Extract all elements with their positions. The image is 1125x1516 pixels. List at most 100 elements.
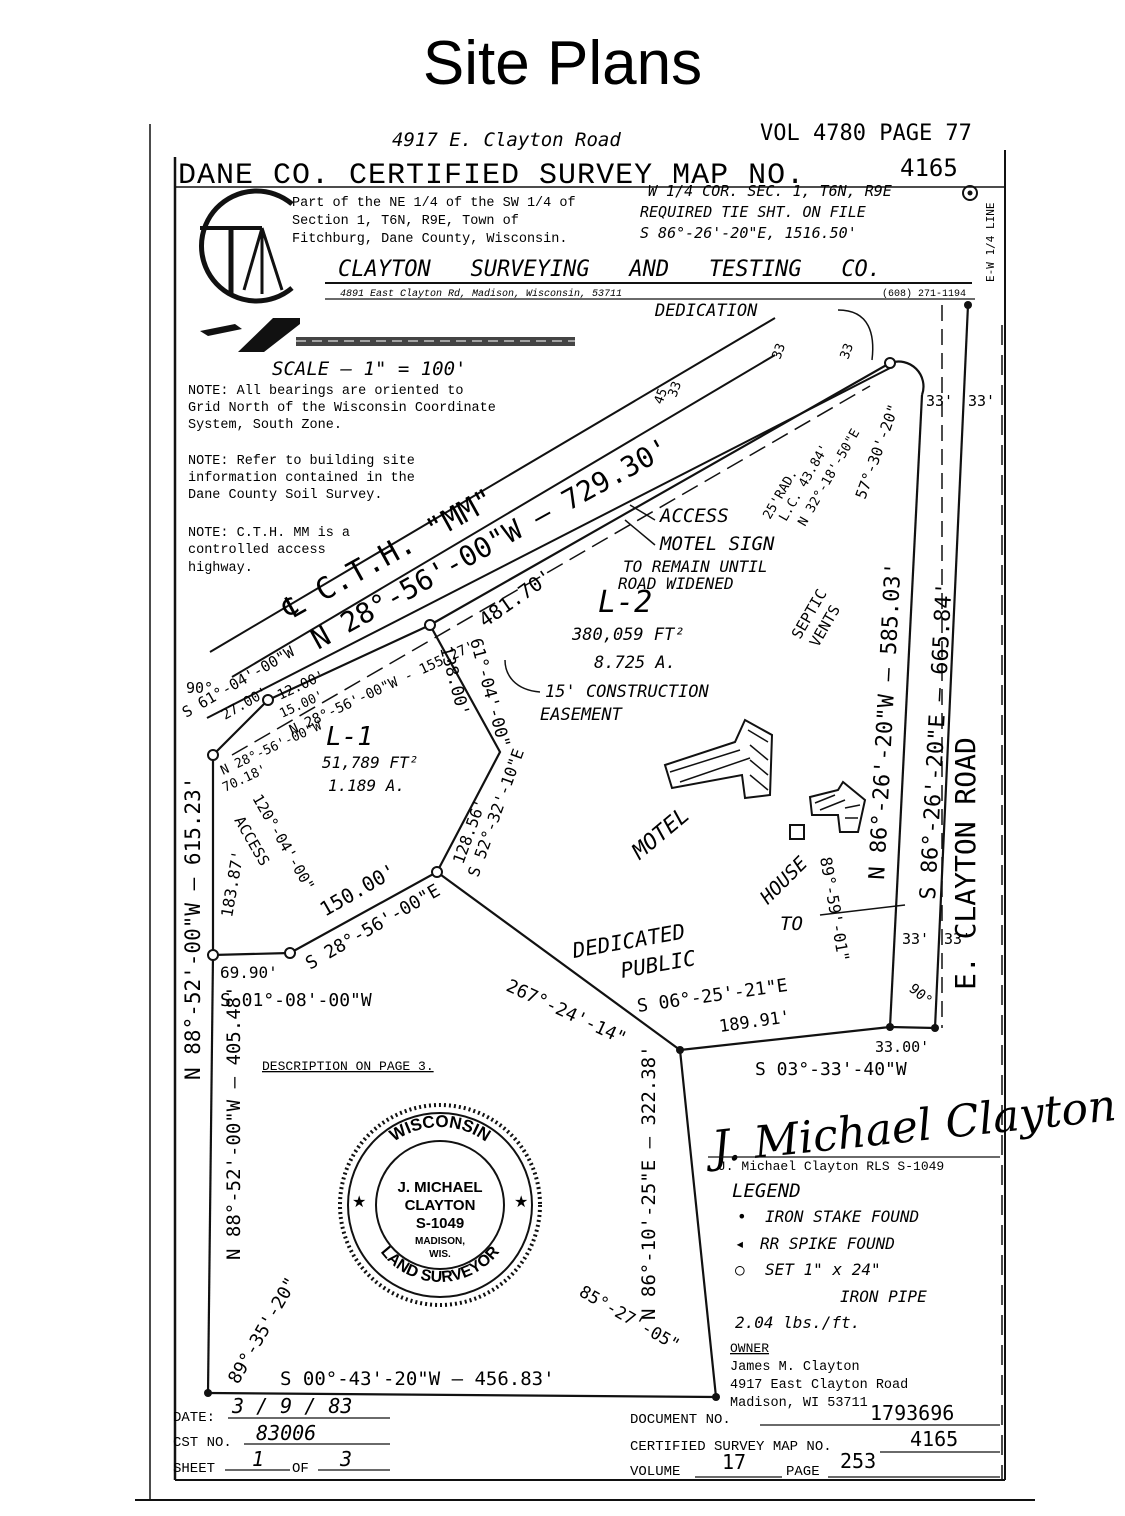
part-of-line: Fitchburg, Dane County, Wisconsin. (292, 232, 567, 247)
csm-label: CERTIFIED SURVEY MAP NO. (630, 1439, 832, 1455)
date-label: DATE: (173, 1410, 215, 1426)
east-bearing-322: N 86°-10'-25"E — 322.38' (638, 1045, 660, 1320)
angle-90: 90° (905, 981, 935, 1010)
road-width-33: 33 (838, 342, 857, 362)
volume-label: VOLUME (630, 1464, 680, 1480)
owner: James M. Clayton 4917 East Clayton Road … (730, 1360, 908, 1411)
monuments (207, 357, 896, 961)
owner-line: 4917 East Clayton Road (730, 1378, 908, 1393)
seal-line: S-1049 (416, 1215, 464, 1232)
dedication-label: DEDICATION (654, 301, 758, 321)
of-value: 3 (339, 1447, 352, 1471)
easement-line (231, 385, 871, 756)
easement-label: 15' CONSTRUCTION (545, 682, 710, 702)
bearing-s03: S 03°-33'-40"W (755, 1059, 907, 1080)
angle-85: 85°-27'-05" (576, 1282, 684, 1356)
angle-90: 90° (186, 679, 213, 697)
seal-line: J. MICHAEL (397, 1179, 482, 1196)
house-building (789, 780, 867, 840)
road-name: E. CLAYTON ROAD (949, 737, 982, 990)
seal-name: J. MICHAEL CLAYTON S-1049 MADISON, WIS. (397, 1179, 482, 1260)
note-line: NOTE: All bearings are oriented to (188, 384, 463, 399)
bearing-s01: S 01°-08'-00"W (220, 990, 372, 1011)
volume-stamp: VOL 4780 PAGE 77 (760, 121, 972, 146)
iron-stakes (204, 301, 972, 1401)
owner-label: OWNER (730, 1341, 769, 1356)
to-label: TO (780, 913, 803, 935)
company-phone: (608) 271-1194 (882, 288, 966, 300)
note-line: System, South Zone. (188, 418, 342, 433)
seal-star: ★ (514, 1192, 528, 1211)
signature-printed: J. Michael Clayton RLS S-1049 (718, 1159, 944, 1174)
ew-line-label: E-W 1/4 LINE (984, 203, 997, 282)
company-address: 4891 East Clayton Rd, Madison, Wisconsin… (340, 288, 622, 300)
north-arrow (200, 318, 575, 352)
west-bearing-405: N 88°-52'-00"W — 405.48' (223, 985, 245, 1260)
address-note: 4917 E. Clayton Road (392, 129, 621, 151)
map-number: 4165 (900, 154, 958, 182)
note-line: highway. (188, 561, 253, 576)
angle-267: 267°-24'-14" (503, 975, 630, 1049)
sheet-value: 1 (252, 1447, 264, 1471)
volume-value: 17 (722, 1450, 746, 1474)
lot-2-label: L-2 (598, 585, 652, 620)
date-value: 3 / 9 / 83 (231, 1394, 352, 1418)
note-line: Dane County Soil Survey. (188, 488, 382, 503)
tie-monument (962, 185, 978, 201)
part-of-line: Section 1, T6N, R9E, Town of (292, 214, 519, 229)
part-of-line: Part of the NE 1/4 of the SW 1/4 of (292, 196, 576, 211)
lot-1-area-ft: 51,789 FT² (322, 753, 418, 772)
footer-right-values: 1793696 4165 17 253 (722, 1401, 958, 1474)
access-label: ACCESS (659, 505, 729, 527)
surveyor-seal: ★ ★ (338, 1103, 542, 1307)
road-width-33: 33 (770, 342, 789, 362)
lot-2-area-ac: 8.725 A. (594, 653, 676, 673)
tie-monument-center (967, 190, 973, 196)
legend: • IRON STAKE FOUND ◂ RR SPIKE FOUND ○ SE… (735, 1207, 927, 1332)
note-line: NOTE: C.T.H. MM is a (188, 526, 350, 541)
road-width-33: 33' (968, 392, 995, 410)
legend-extra: 2.04 lbs./ft. (735, 1313, 860, 1332)
footer-right: DOCUMENT NO. CERTIFIED SURVEY MAP NO. VO… (630, 1412, 832, 1480)
motel-sign-label: MOTEL SIGN (659, 533, 775, 555)
distance-33: 33.00' (875, 1038, 929, 1056)
tie-line: REQUIRED TIE SHT. ON FILE (640, 203, 866, 221)
seal-line: MADISON, (415, 1236, 465, 1247)
part-of-description: Part of the NE 1/4 of the SW 1/4 of Sect… (292, 196, 576, 247)
document-label: DOCUMENT NO. (630, 1412, 731, 1428)
distance-69: 69.90' (220, 963, 278, 982)
note-line: NOTE: Refer to building site (188, 454, 415, 469)
road-width-33: 33 (666, 380, 685, 400)
company-name: CLAYTON SURVEYING AND TESTING CO. (338, 257, 881, 282)
easement-label: EASEMENT (540, 705, 624, 725)
cst-label: CST NO. (173, 1435, 232, 1451)
legend-item: SET 1" x 24" (765, 1260, 881, 1279)
road-width-33: 33' (902, 930, 929, 948)
slide-title: Site Plans (422, 29, 703, 98)
lot-2-area-ft: 380,059 FT² (571, 625, 685, 645)
owner-line: Madison, WI 53711 (730, 1396, 868, 1411)
seal-line: CLAYTON (405, 1197, 476, 1214)
legend-symbol: ○ (735, 1260, 745, 1279)
arc-angle: 57°-30'-20" (852, 402, 903, 502)
tie-note: W 1/4 COR. SEC. 1, T6N, R9E REQUIRED TIE… (640, 182, 892, 242)
footer-left-rules (225, 1417, 390, 1471)
note-line: information contained in the (188, 471, 415, 486)
seal-line: WIS. (429, 1249, 451, 1260)
description-note: DESCRIPTION ON PAGE 3. (262, 1059, 434, 1074)
company-logo (199, 188, 294, 304)
motel-sign-label: TO REMAIN UNTIL (623, 557, 768, 576)
distance-183: 183.87' (217, 849, 247, 919)
scale-label: SCALE — 1" = 100' (272, 358, 466, 380)
road-width-45: 45 (652, 387, 671, 407)
sheet-label: SHEET (173, 1461, 215, 1477)
owner-line: James M. Clayton (730, 1360, 860, 1375)
cst-value: 83006 (256, 1421, 316, 1445)
angle-89-59: 89°-59'-01" (816, 855, 853, 963)
motel-building (663, 718, 774, 800)
csm-value: 4165 (910, 1427, 958, 1451)
tie-line: S 86°-26'-20"E, 1516.50' (640, 224, 857, 242)
south-bearing: S 00°-43'-20"W — 456.83' (280, 1368, 555, 1390)
legend-item: RR SPIKE FOUND (760, 1234, 895, 1253)
